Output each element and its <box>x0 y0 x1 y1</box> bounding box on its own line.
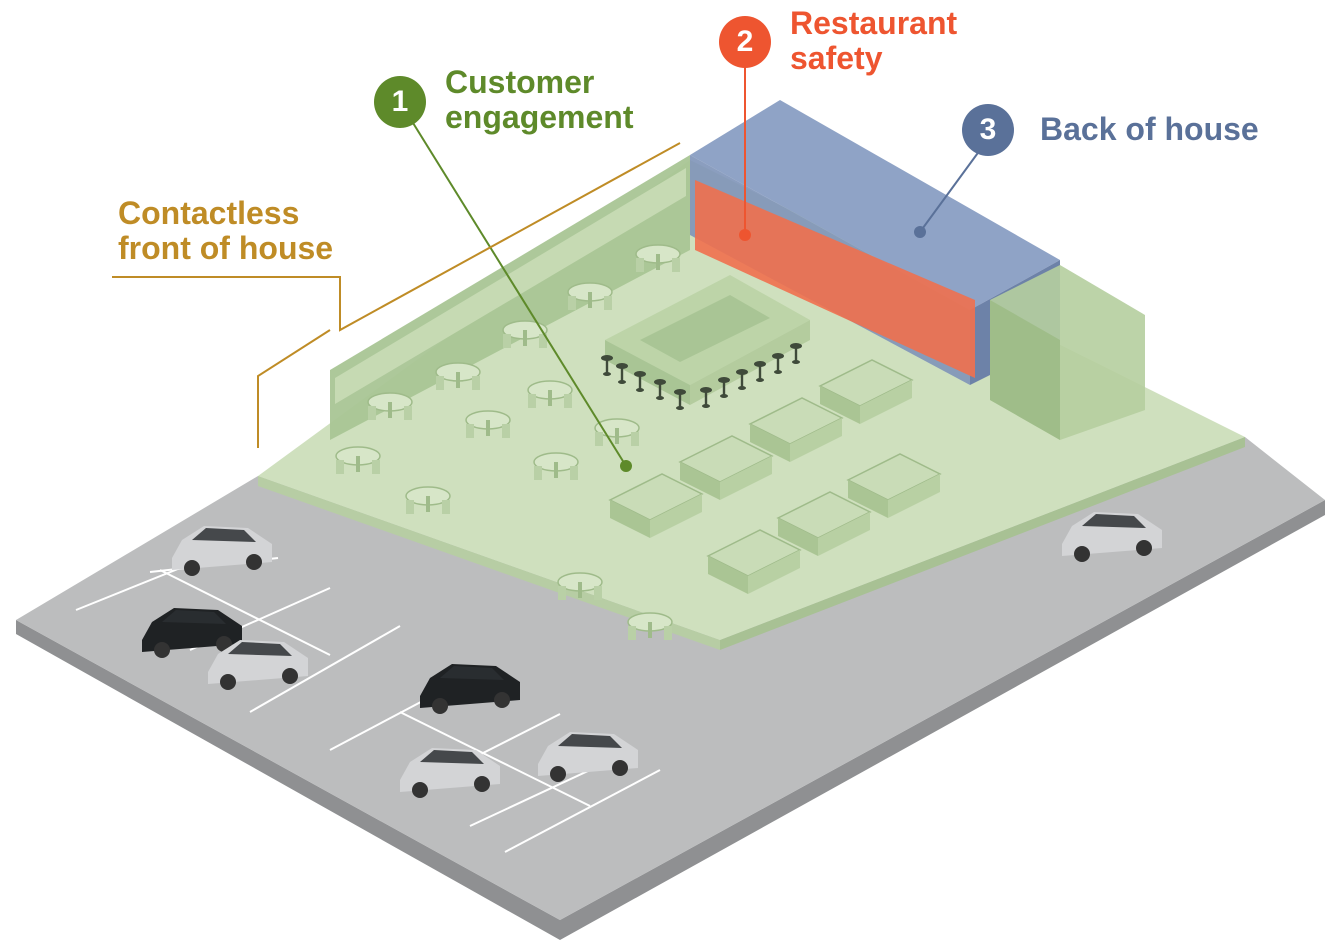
callout-1-badge: 1 <box>374 76 426 128</box>
bar-counter <box>605 275 810 405</box>
contactless-line1: Contactless <box>118 195 300 231</box>
restaurant-safety-label: Restaurant safety <box>790 6 957 76</box>
customer-engagement-label: Customer engagement <box>445 65 633 135</box>
restroom-block <box>990 265 1145 440</box>
customer-engagement-line1: Customer <box>445 64 595 100</box>
contactless-line2: front of house <box>118 230 334 266</box>
restaurant-wall <box>330 155 690 440</box>
callout-leaders <box>112 42 981 472</box>
customer-engagement-line2: engagement <box>445 99 634 135</box>
restaurant-floor <box>258 160 1245 650</box>
parking-lot <box>16 437 1325 940</box>
restaurant-safety-block <box>695 180 975 378</box>
restaurant-safety-line1: Restaurant <box>790 5 958 41</box>
back-of-house-label: Back of house <box>1040 112 1259 147</box>
contactless-front-of-house-label: Contactless front of house <box>118 196 333 266</box>
back-of-house-line1: Back of house <box>1040 111 1259 147</box>
callout-2-badge: 2 <box>719 16 771 68</box>
restaurant-safety-line2: safety <box>790 40 883 76</box>
callout-3-badge: 3 <box>962 104 1014 156</box>
